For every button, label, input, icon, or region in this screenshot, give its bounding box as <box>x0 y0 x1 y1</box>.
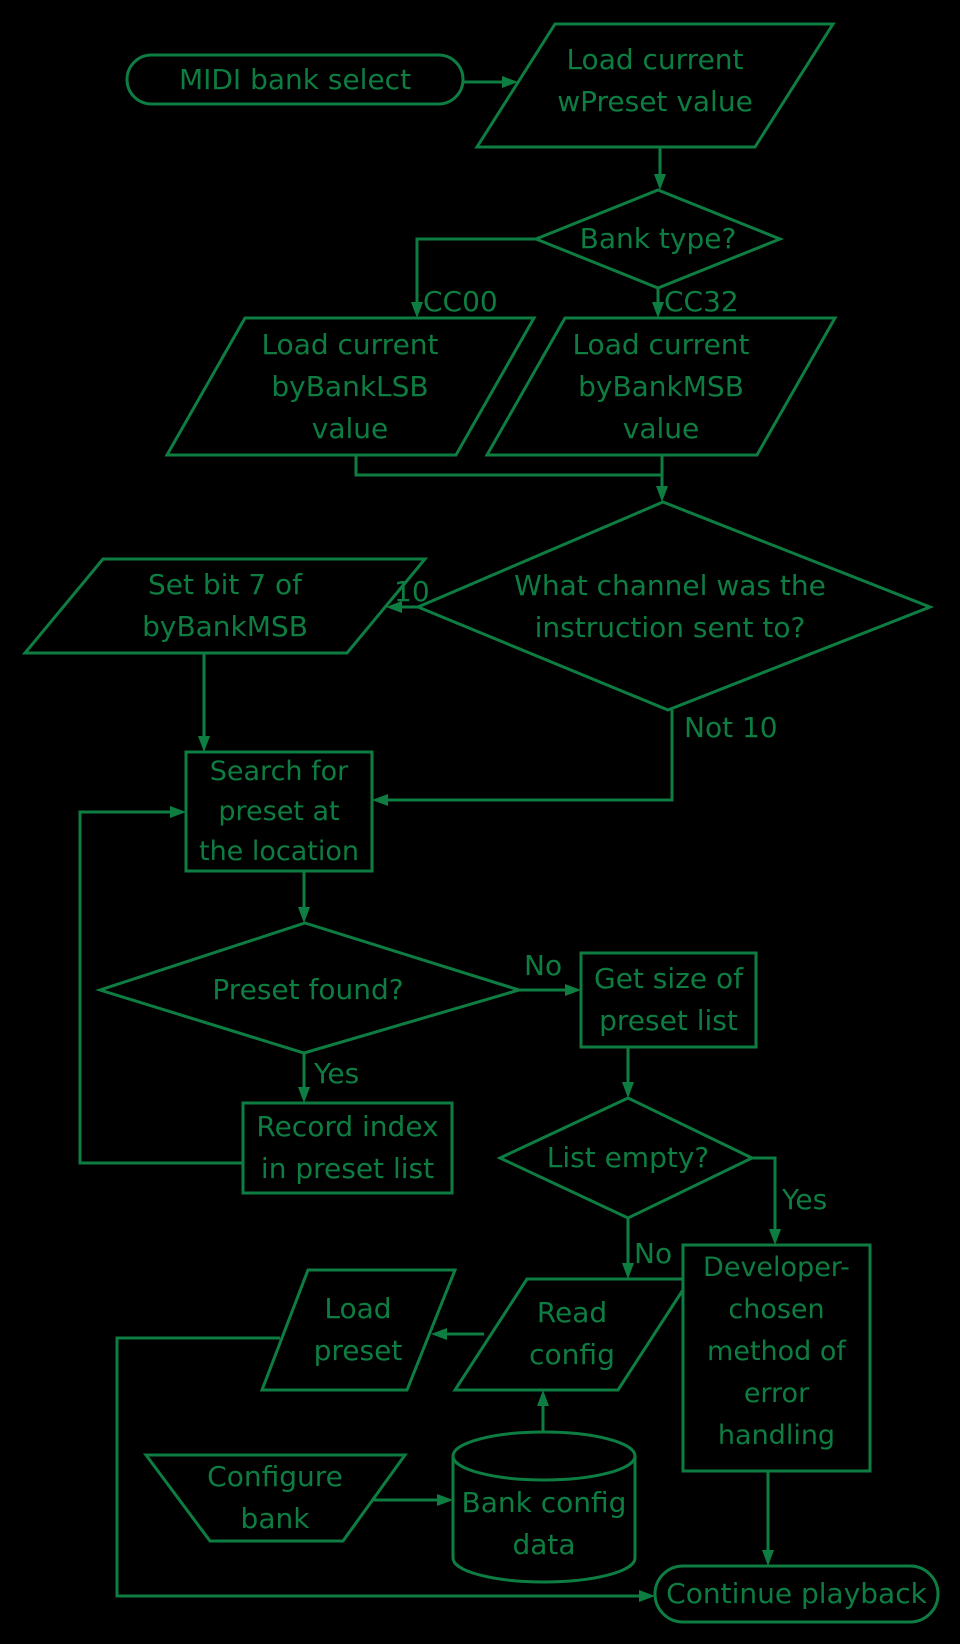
bank-config-datastore-body <box>451 1456 637 1584</box>
end-terminator-shape <box>653 1564 940 1624</box>
load-preset-io-shape <box>259 1268 458 1392</box>
load-lsb-io-shape <box>164 316 537 457</box>
edge-channel-not10-to-search <box>372 710 674 806</box>
set-bit7-io-shape <box>21 557 429 655</box>
record-index-process-shape <box>241 1101 454 1195</box>
channel-decision-shape <box>414 500 935 712</box>
list-empty-decision-shape <box>496 1096 756 1220</box>
edge-load-preset-to-end <box>115 1336 655 1602</box>
load-wpreset-io-shape <box>474 22 836 149</box>
configure-bank-manual-shape <box>143 1453 408 1543</box>
preset-found-decision-shape <box>95 921 525 1055</box>
read-config-io-shape <box>452 1277 693 1392</box>
get-size-process-shape <box>579 951 758 1049</box>
bank-type-decision-shape <box>531 188 785 290</box>
bank-config-datastore-top <box>451 1430 637 1482</box>
error-handling-process-shape <box>681 1243 872 1473</box>
load-msb-io-shape <box>484 316 838 457</box>
start-terminator-shape <box>125 53 465 106</box>
edge-record-loop-to-search <box>78 806 243 1165</box>
search-process-shape <box>184 750 374 873</box>
edge-list-empty-yes-to-error <box>752 1156 781 1245</box>
edge-load-lsb-merge <box>354 455 662 477</box>
edge-bank-type-cc00-to-load-lsb <box>411 237 536 318</box>
